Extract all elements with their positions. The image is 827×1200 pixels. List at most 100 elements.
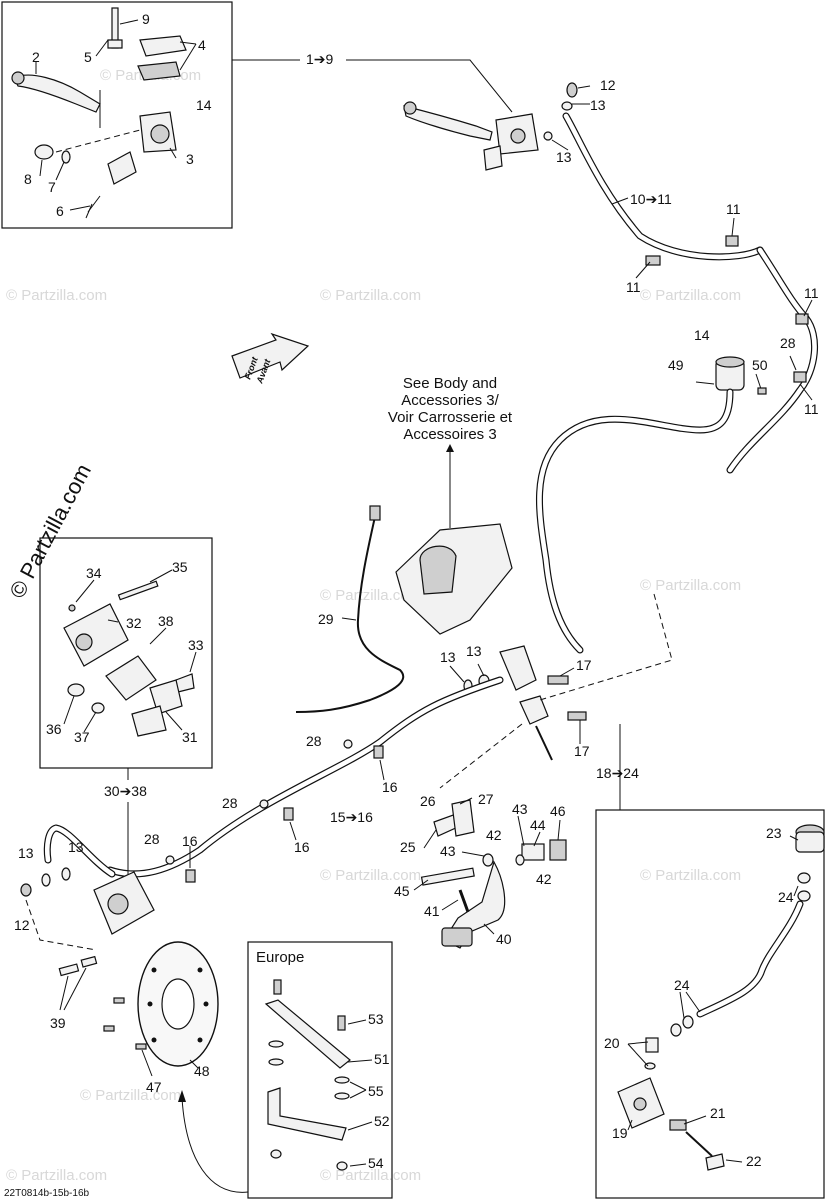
callout-40: 40 [496,931,512,947]
callout-3: 3 [186,151,194,167]
callout-32: 32 [126,615,142,631]
callout-14: 14 [196,97,212,113]
note-see-body: See Body and Accessories 3/ Voir Carross… [388,375,513,635]
note-line-2: Accessories 3/ [401,392,499,409]
callout-4: 4 [198,37,206,53]
wire-harness-29 [295,505,405,713]
callout-48: 48 [194,1063,210,1079]
callout-38: 38 [158,613,174,629]
callout-12: 12 [14,917,30,933]
callout-22: 22 [746,1153,762,1169]
callout-50: 50 [752,357,768,373]
callout-13: 13 [466,643,482,659]
junction-block [106,593,673,878]
note-line-1: See Body and [403,375,497,392]
callout-47: 47 [146,1079,162,1095]
callout-16: 16 [182,833,198,849]
master-cylinder-detail-box [1,1,233,229]
callout-34: 34 [86,565,102,581]
callout-26: 26 [420,793,436,809]
callout-35: 35 [172,559,188,575]
callout-13: 13 [556,149,572,165]
callout-51: 51 [374,1051,390,1067]
callout-7: 7 [48,179,56,195]
callout-28: 28 [306,733,322,749]
watermark-text: © Partzilla.com [80,1087,181,1104]
reservoir-14 [536,356,767,654]
callout-13: 13 [18,845,34,861]
callout-49: 49 [668,357,684,373]
watermark-text: © Partzilla.com [6,1167,107,1184]
callout-20: 20 [604,1035,620,1051]
callout-11: 11 [804,401,819,417]
callout-45: 45 [394,883,410,899]
callout-41: 41 [424,903,440,919]
brake-pedal-assembly [413,797,567,949]
front-caliper-rotor [20,824,219,1077]
leader-line [346,59,513,113]
callout-10-11: 10➔11 [630,191,672,207]
callout-54: 54 [368,1155,384,1171]
callout-28: 28 [144,831,160,847]
diagram-code: 22T0814b-15b-16b [4,1188,90,1199]
callout-42: 42 [486,827,502,843]
callout-13: 13 [68,839,84,855]
callout-24: 24 [778,889,794,905]
callout-16: 16 [382,779,398,795]
callout-8: 8 [24,171,32,187]
callout-9: 9 [142,11,150,27]
callout-43: 43 [512,801,528,817]
watermark-text: © Partzilla.com [320,287,421,304]
callout-36: 36 [46,721,62,737]
watermark-text: © Partzilla.com [640,577,741,594]
callout-43: 43 [440,843,456,859]
watermark-text: © Partzilla.com [640,867,741,884]
callout-28: 28 [780,335,796,351]
callout-24: 24 [674,977,690,993]
callout-17: 17 [574,743,590,759]
callout-25: 25 [400,839,416,855]
callout-16: 16 [294,839,310,855]
europe-label: Europe [256,949,304,966]
callout-46: 46 [550,803,566,819]
callout-23: 23 [766,825,782,841]
callout-30-38: 30➔38 [104,783,147,799]
callout-28: 28 [222,795,238,811]
callout-17: 17 [576,657,592,673]
callout-11: 11 [626,279,641,295]
callout-31: 31 [182,729,198,745]
callout-39: 39 [50,1015,66,1031]
callout-13: 13 [440,649,456,665]
callout-12: 12 [600,77,616,93]
callout-53: 53 [368,1011,384,1027]
watermark-text: © Partzilla.com [320,1167,421,1184]
front-arrow: Front Avant [231,332,310,386]
callout-18-24: 18➔24 [596,765,639,781]
callout-37: 37 [74,729,90,745]
europe-detail-box: Europe [178,941,393,1199]
callout-44: 44 [530,817,546,833]
watermark-text: © Partzilla.com [320,587,421,604]
callout-29: 29 [318,611,334,627]
hose-clips [165,739,385,883]
rear-brake-detail-box [595,809,825,1199]
callout-42: 42 [536,871,552,887]
callout-5: 5 [84,49,92,65]
callout-21: 21 [710,1105,726,1121]
callout-14: 14 [694,327,710,343]
callout-19: 19 [612,1125,628,1141]
callout-2: 2 [32,49,40,65]
watermark-text: © Partzilla.com [6,287,107,304]
watermark-text: © Partzilla.com [640,287,741,304]
callout-11: 11 [726,201,741,217]
callout-1-9: 1➔9 [306,51,334,67]
watermark-text: © Partzilla.com [320,867,421,884]
master-cylinder-assembled [403,82,819,474]
watermark-main: © Partzilla.com [4,460,96,603]
callout-11: 11 [804,285,819,301]
callout-52: 52 [374,1113,390,1129]
callout-6: 6 [56,203,64,219]
callout-15-16: 15➔16 [330,809,373,825]
callout-13: 13 [590,97,606,113]
